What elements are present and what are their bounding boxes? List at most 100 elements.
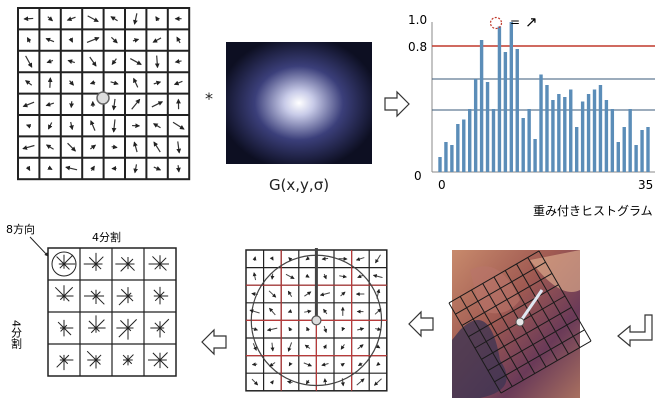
orientation-bin xyxy=(92,295,97,300)
histogram-x-start: 0 xyxy=(438,178,446,192)
peak-marker-circle xyxy=(489,16,503,30)
gradient-arrow xyxy=(111,58,117,66)
orientation-bin xyxy=(57,321,65,329)
gradient-arrow xyxy=(133,164,139,174)
orientation-bin xyxy=(159,257,167,265)
gradient-arrow xyxy=(251,292,258,297)
gradient-arrow xyxy=(340,378,345,387)
histogram-bar xyxy=(574,127,579,172)
gradient-arrow xyxy=(340,291,346,297)
pointer-line xyxy=(29,236,49,257)
orientation-bin xyxy=(127,295,134,302)
gradient-arrow xyxy=(288,361,293,367)
orientation-bin xyxy=(159,359,169,369)
gradient-arrow xyxy=(152,123,161,129)
gradient-arrow xyxy=(67,59,76,64)
orientation-arrow-icon: ↗ xyxy=(525,13,538,31)
histogram-zero-label: 0 xyxy=(414,169,422,183)
histogram-bar xyxy=(557,94,561,172)
patch-grid-line xyxy=(487,318,579,371)
gradient-grid xyxy=(17,7,191,181)
gradient-arrow xyxy=(133,77,139,88)
patch-grid-line xyxy=(448,302,502,394)
gradient-arrow xyxy=(252,256,257,261)
histogram-bar xyxy=(468,109,472,172)
histogram-bar xyxy=(610,109,615,172)
orientation-bin xyxy=(120,263,129,272)
gradient-arrow xyxy=(176,36,181,44)
gradient-arrow xyxy=(133,13,138,25)
gradient-arrow xyxy=(86,36,100,44)
gradient-arrow xyxy=(376,361,381,366)
gradient-arrow xyxy=(288,257,293,262)
gradient-arrow xyxy=(90,120,96,131)
orientation-bin xyxy=(63,286,74,297)
gradient-arrow xyxy=(69,80,74,86)
histogram-bar xyxy=(634,145,638,172)
orientation-bin xyxy=(153,289,161,297)
gradient-arrow xyxy=(90,165,95,172)
orientation-bin xyxy=(59,263,65,269)
orientation-bin xyxy=(154,263,161,270)
orientation-bin xyxy=(120,256,129,265)
gradient-arrow xyxy=(269,362,276,367)
rotated-gradient-grid xyxy=(245,248,388,392)
histogram-bar xyxy=(497,26,502,172)
gradient-arrow xyxy=(68,37,74,43)
histogram-bar xyxy=(444,142,448,172)
gradient-arrow xyxy=(287,290,293,298)
gradient-arrow xyxy=(323,325,328,334)
orientation-bin xyxy=(127,319,137,329)
histogram-top-label: 1.0 xyxy=(408,13,427,27)
gradient-arrow xyxy=(69,101,74,109)
gradient-arrow xyxy=(323,308,328,315)
gradient-arrow xyxy=(174,58,182,64)
gradient-arrow xyxy=(153,166,162,171)
gradient-arrow xyxy=(45,37,55,43)
gradient-arrow xyxy=(22,101,35,108)
gradient-arrow xyxy=(340,344,345,350)
gradient-arrow xyxy=(305,256,310,261)
orientation-bin xyxy=(127,258,134,265)
orientation-bin xyxy=(95,319,105,329)
orientation-bin xyxy=(95,263,102,270)
arrow-left-icon-2 xyxy=(201,328,227,356)
histogram-bar xyxy=(527,109,531,172)
histogram-bar xyxy=(450,145,454,172)
label-8-directions: 8方向 xyxy=(6,222,35,236)
histogram-bar xyxy=(646,127,650,172)
gradient-arrow xyxy=(45,102,55,107)
gradient-arrow xyxy=(47,16,54,22)
gradient-arrow xyxy=(131,98,141,110)
gradient-arrow xyxy=(66,16,76,22)
gradient-arrow xyxy=(375,254,381,264)
gradient-arrow xyxy=(111,98,117,111)
orientation-bin xyxy=(127,263,135,271)
orientation-bin xyxy=(159,318,170,329)
gradient-arrow xyxy=(319,292,331,297)
gradient-arrow xyxy=(321,362,329,367)
legend-equals: = xyxy=(510,15,520,29)
gradient-arrow xyxy=(251,327,259,331)
histogram-bar xyxy=(456,124,460,172)
gradient-arrow xyxy=(269,380,274,385)
orientation-bin xyxy=(159,327,166,334)
orientation-bin xyxy=(54,286,65,297)
orientation-bin xyxy=(156,327,161,332)
orientation-bin xyxy=(154,295,161,302)
orientation-bin xyxy=(159,295,165,301)
histogram-bar xyxy=(628,109,632,172)
gradient-arrow xyxy=(376,288,381,299)
gradient-arrow xyxy=(26,37,32,43)
histogram-bar xyxy=(598,85,603,172)
histogram-bar xyxy=(592,89,597,172)
orientation-bin xyxy=(88,256,97,265)
histogram-bar xyxy=(491,109,496,172)
patch-grid-line xyxy=(516,263,569,355)
multiply-symbol: * xyxy=(205,89,213,108)
orientation-bin xyxy=(95,354,102,361)
gradient-arrow xyxy=(67,142,77,152)
orientation-bin xyxy=(127,354,134,361)
gradient-arrow xyxy=(287,342,293,352)
gradient-arrow xyxy=(375,327,382,332)
